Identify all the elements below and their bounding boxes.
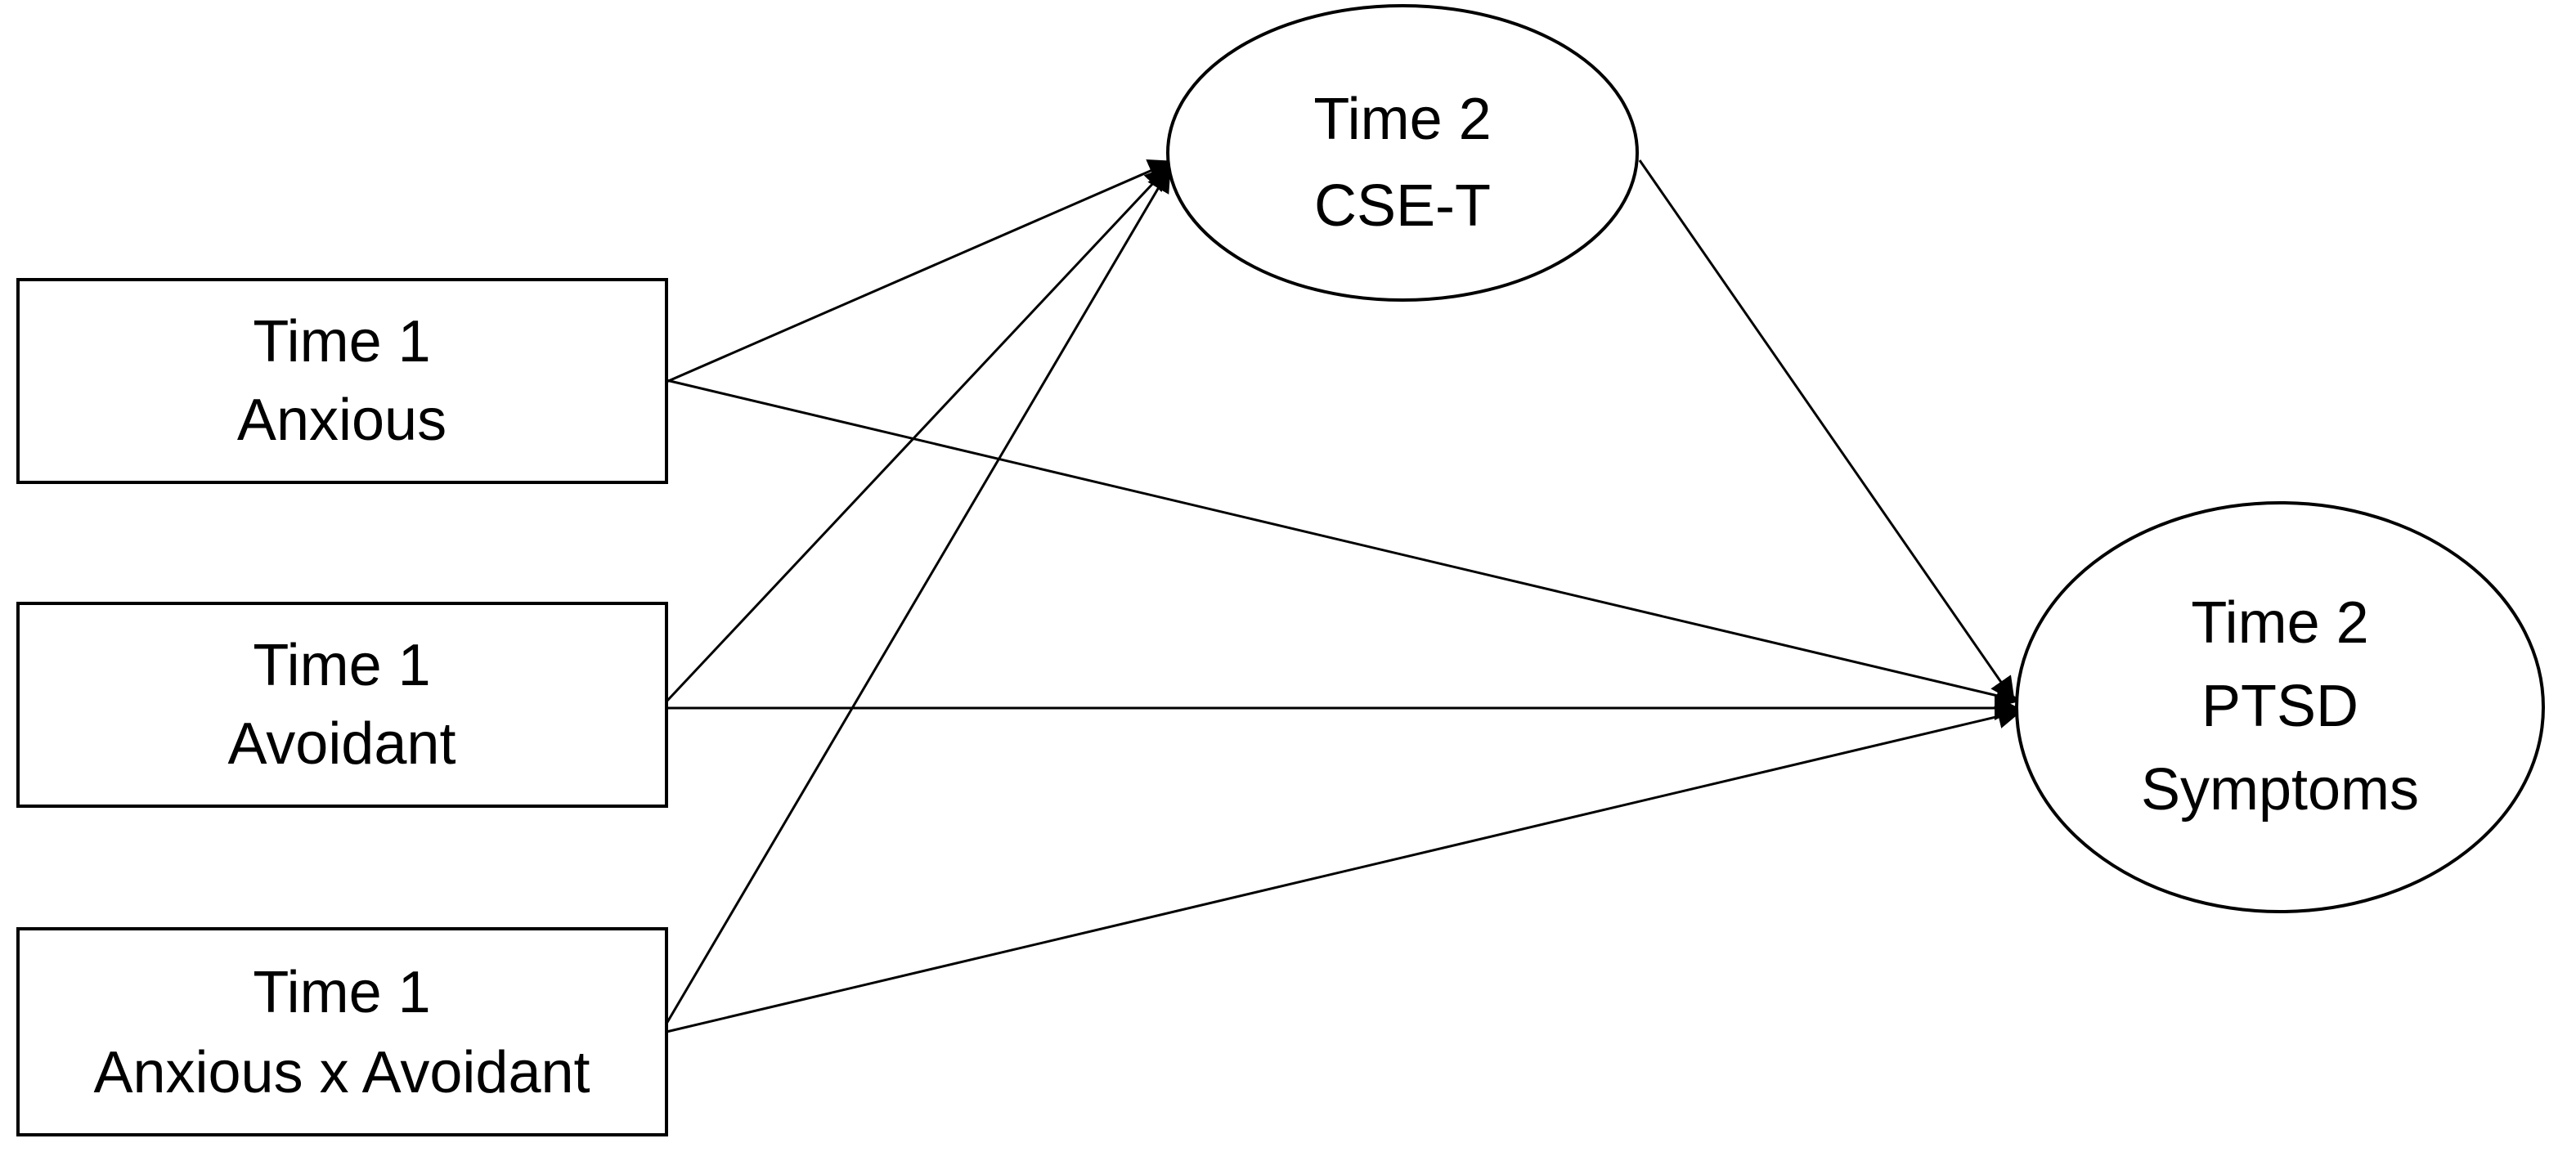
node-label-line2: Anxious	[237, 388, 447, 453]
node-box	[16, 927, 668, 1136]
node-label-line1: Time 1	[253, 309, 430, 374]
node-time1-anxious-x-avoidant: Time 1 Anxious x Avoidant	[16, 927, 668, 1136]
edges	[665, 159, 2022, 1033]
node-time1-anxious: Time 1 Anxious	[16, 278, 668, 484]
node-label-line2: CSE-T	[1314, 173, 1491, 239]
node-label-line1: Time 2	[2191, 590, 2368, 656]
edge-cse-to-ptsd	[1638, 159, 2015, 702]
node-time1-avoidant: Time 1 Avoidant	[16, 602, 668, 808]
node-time2-cse-t: Time 2 CSE-T	[1166, 4, 1639, 302]
node-label-line2: PTSD	[2201, 674, 2358, 739]
edge-avoidant-to-cse	[665, 165, 1170, 703]
node-ellipse	[2015, 501, 2545, 913]
node-time2-ptsd-symptoms: Time 2 PTSD Symptoms	[2015, 501, 2545, 913]
edge-anxious-to-ptsd	[666, 379, 2021, 708]
node-label-line1: Time 1	[253, 633, 430, 698]
node-label-line2: Avoidant	[228, 711, 456, 777]
edge-interaction-to-cse	[665, 167, 1171, 1024]
node-label-line1: Time 1	[253, 960, 430, 1025]
node-label-line1: Time 2	[1313, 87, 1491, 152]
node-ellipse	[1166, 4, 1639, 302]
node-box	[16, 278, 668, 484]
edge-interaction-to-ptsd	[666, 704, 2022, 1033]
node-label-line3: Symptoms	[2141, 757, 2419, 823]
node-label-line2: Anxious x Avoidant	[93, 1040, 590, 1105]
node-box	[16, 602, 668, 808]
edge-anxious-to-cse	[666, 159, 1174, 383]
